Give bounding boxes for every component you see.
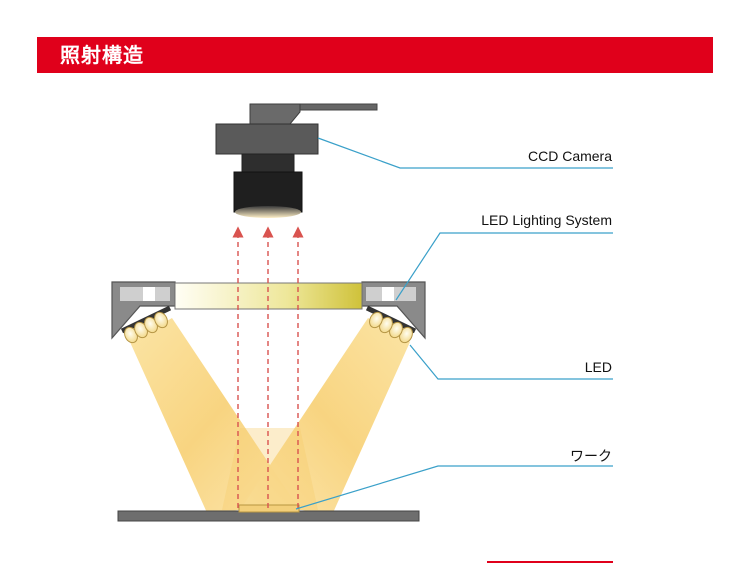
left-led-strip bbox=[120, 305, 172, 344]
camera-body bbox=[215, 123, 319, 155]
camera-cable bbox=[294, 103, 378, 111]
workpiece-icon bbox=[238, 504, 300, 513]
label-led: LED bbox=[584, 359, 612, 375]
header-bar bbox=[37, 37, 713, 73]
page-title: 照射構造 bbox=[60, 43, 144, 67]
camera-lens-glass bbox=[235, 206, 301, 218]
ccd-camera-icon bbox=[215, 103, 378, 218]
leader-led bbox=[409, 344, 613, 380]
label-ccd-camera: CCD Camera bbox=[527, 148, 612, 164]
leader-lines bbox=[295, 137, 613, 510]
beam-overlap bbox=[222, 428, 318, 510]
camera-lens bbox=[233, 171, 303, 213]
leader-camera bbox=[317, 137, 613, 169]
label-led-lighting-system: LED Lighting System bbox=[481, 212, 612, 228]
reflected-rays bbox=[232, 226, 304, 508]
right-led-strip bbox=[365, 305, 417, 344]
bottom-accent-bar bbox=[487, 561, 613, 563]
left-light-beam bbox=[130, 318, 300, 515]
leader-lighting bbox=[395, 232, 613, 301]
label-work: ワーク bbox=[570, 448, 612, 464]
camera-lens-ring bbox=[241, 153, 295, 173]
light-beams bbox=[130, 318, 410, 515]
camera-top-mount bbox=[249, 103, 301, 125]
right-light-beam bbox=[240, 318, 410, 515]
leader-work bbox=[295, 465, 613, 510]
